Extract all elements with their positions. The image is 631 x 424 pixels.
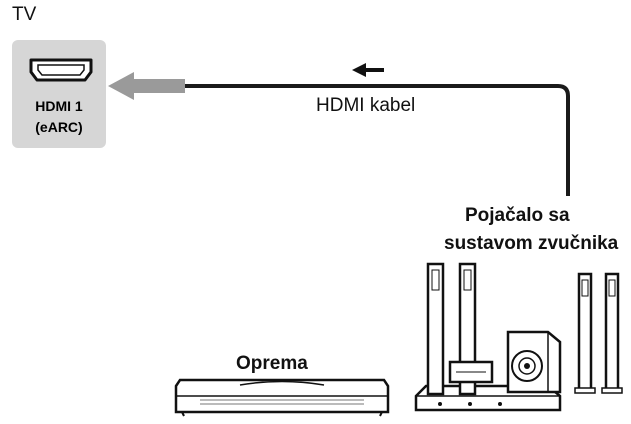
tv-label: TV <box>12 4 37 25</box>
equipment-label: Oprema <box>236 353 308 374</box>
home-theater-speakers-icon <box>414 262 623 412</box>
arrow-left-icon <box>352 63 384 77</box>
hdmi-plug-icon <box>108 72 185 100</box>
hdmi-port-panel <box>12 40 106 148</box>
hdmi-port-icon <box>29 58 93 82</box>
cable-label: HDMI kabel <box>316 95 416 116</box>
amplifier-label-line1: Pojačalo sa <box>465 205 570 226</box>
amplifier-label-line2: sustavom zvučnika <box>444 233 619 254</box>
port-sub-label: (eARC) <box>35 119 83 135</box>
port-name-label: HDMI 1 <box>35 98 83 114</box>
hdmi-cable-line <box>182 84 570 196</box>
blu-ray-player-icon <box>174 378 390 417</box>
